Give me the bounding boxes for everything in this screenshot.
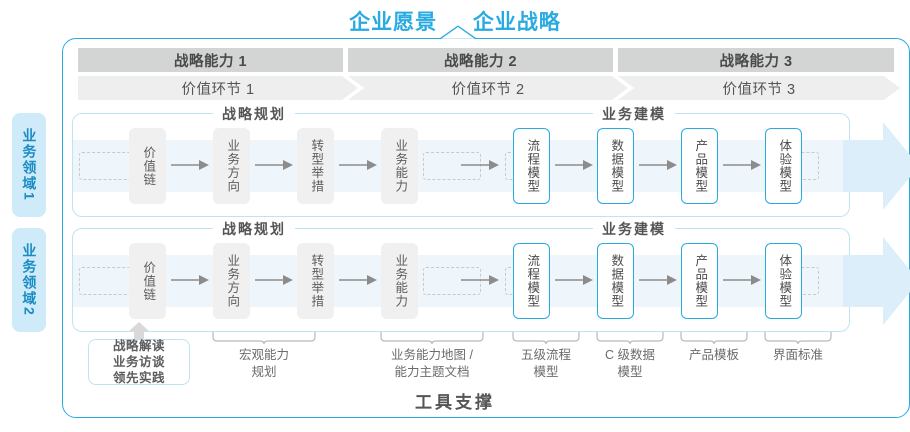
note-five-level-process-model: 五级流程 模型 [506,347,586,381]
connector-arrow-1e [555,160,593,170]
title-enterprise-vision: 企业愿景 [349,11,438,34]
note-line-1: 产品模板 [688,348,739,362]
connector-arrow-1f [639,160,677,170]
node-transformation-action-2[interactable]: 转型举措 [297,243,334,319]
pipeline-arrow-head-2 [843,237,910,325]
domain-tab-1-index: 1 [21,192,38,202]
connector-arrow-1a [171,160,209,170]
capability-bar-1: 战略能力 1 [78,48,343,72]
connector-arrow-2f [639,275,677,285]
connector-arrow-2g [723,275,761,285]
node-value-chain-2[interactable]: 价值链 [129,243,166,319]
placeholder-dash-1b [423,152,481,180]
domain-tab-2-label: 业务领域 [21,243,38,308]
note-line-2: 规划 [251,364,277,379]
value-stage-3: 价值环节 3 [618,76,900,100]
connector-arrow-1b [255,160,293,170]
domain-tab-2: 业务领域 2 [12,228,46,332]
note-line-1: 五级流程 [520,348,571,362]
up-arrow-icon [129,322,149,342]
note-line-2: 能力主题文档 [394,364,470,379]
node-business-capability-2[interactable]: 业务能力 [381,243,418,319]
connector-arrow-2d [461,275,499,285]
group-label-planning-1: 战略规划 [213,104,295,124]
note-ui-standard: 界面标准 [758,347,838,364]
note-line-1: 宏观能力 [238,348,289,362]
node-business-direction-2[interactable]: 业务方向 [213,243,250,319]
connector-arrow-1d [461,160,499,170]
bracket-capability-map [380,332,484,344]
note-line-3: 领先实践 [112,371,165,386]
note-line-2: 业务访谈 [112,354,165,369]
value-stage-row: 价值环节 1 价值环节 2 价值环节 3 [0,76,910,100]
capability-bar-3: 战略能力 3 [618,48,894,72]
pipeline-arrow-head-1 [843,122,910,210]
node-process-model-1[interactable]: 流程模型 [513,128,550,204]
note-line-2: 模型 [533,364,559,379]
note-macro-capability-planning: 宏观能力 规划 [212,347,316,381]
connector-arrow-1g [723,160,761,170]
title-enterprise-strategy: 企业战略 [472,11,561,34]
group-label-modeling-1: 业务建模 [593,104,675,124]
group-label-planning-2: 战略规划 [213,219,295,239]
top-titles: 企业愿景 企业战略 [0,6,910,36]
node-data-model-2[interactable]: 数据模型 [597,243,634,319]
note-line-1: 业务能力地图 / [391,348,473,362]
value-stage-2: 价值环节 2 [348,76,628,100]
node-data-model-1[interactable]: 数据模型 [597,128,634,204]
bracket-data-model [596,332,664,344]
node-product-model-1[interactable]: 产品模型 [681,128,718,204]
note-strategy-interpretation: 战略解读 业务访谈 领先实践 [88,339,190,385]
note-product-template: 产品模板 [674,347,754,364]
domain-row-2: 战略规划 业务建模 价值链 业务方向 转型举措 业务能力 流程模型 数据模型 产… [72,219,910,332]
bracket-product-template [680,332,748,344]
note-line-2: 模型 [617,364,643,379]
note-line-1: C 级数据 [604,348,655,362]
domain-tab-2-index: 2 [21,307,38,317]
node-value-chain-1[interactable]: 价值链 [129,128,166,204]
connector-arrow-2b [255,275,293,285]
node-process-model-2[interactable]: 流程模型 [513,243,550,319]
connector-arrow-2a [171,275,209,285]
note-line-1: 界面标准 [772,348,823,362]
connector-arrow-2e [555,275,593,285]
connector-arrow-1c [339,160,377,170]
placeholder-dash-2b [423,267,481,295]
node-business-direction-1[interactable]: 业务方向 [213,128,250,204]
note-c-level-data-model: C 级数据 模型 [590,347,670,381]
group-label-modeling-2: 业务建模 [593,219,675,239]
domain-row-1: 战略规划 业务建模 价值链 业务方向 转型举措 业务能力 流程模型 数据模型 产… [72,104,910,217]
node-product-model-2[interactable]: 产品模型 [681,243,718,319]
node-experience-model-1[interactable]: 体验模型 [765,128,802,204]
note-capability-map-doc: 业务能力地图 / 能力主题文档 [372,347,492,381]
node-business-capability-1[interactable]: 业务能力 [381,128,418,204]
capability-header-row: 战略能力 1 战略能力 2 战略能力 3 [0,48,910,72]
node-transformation-action-1[interactable]: 转型举措 [297,128,334,204]
frame-peak-icon [440,25,476,40]
footer-tool-support: 工具支撑 [415,393,495,412]
connector-arrow-2c [339,275,377,285]
bracket-macro-capability [212,332,316,344]
note-line-1: 战略解读 [112,338,165,353]
domain-tab-1-label: 业务领域 [21,128,38,193]
capability-bar-2: 战略能力 2 [348,48,613,72]
bracket-process-model [512,332,580,344]
node-experience-model-2[interactable]: 体验模型 [765,243,802,319]
value-stage-1: 价值环节 1 [78,76,358,100]
domain-tab-1: 业务领域 1 [12,113,46,217]
bracket-ui-standard [764,332,832,344]
